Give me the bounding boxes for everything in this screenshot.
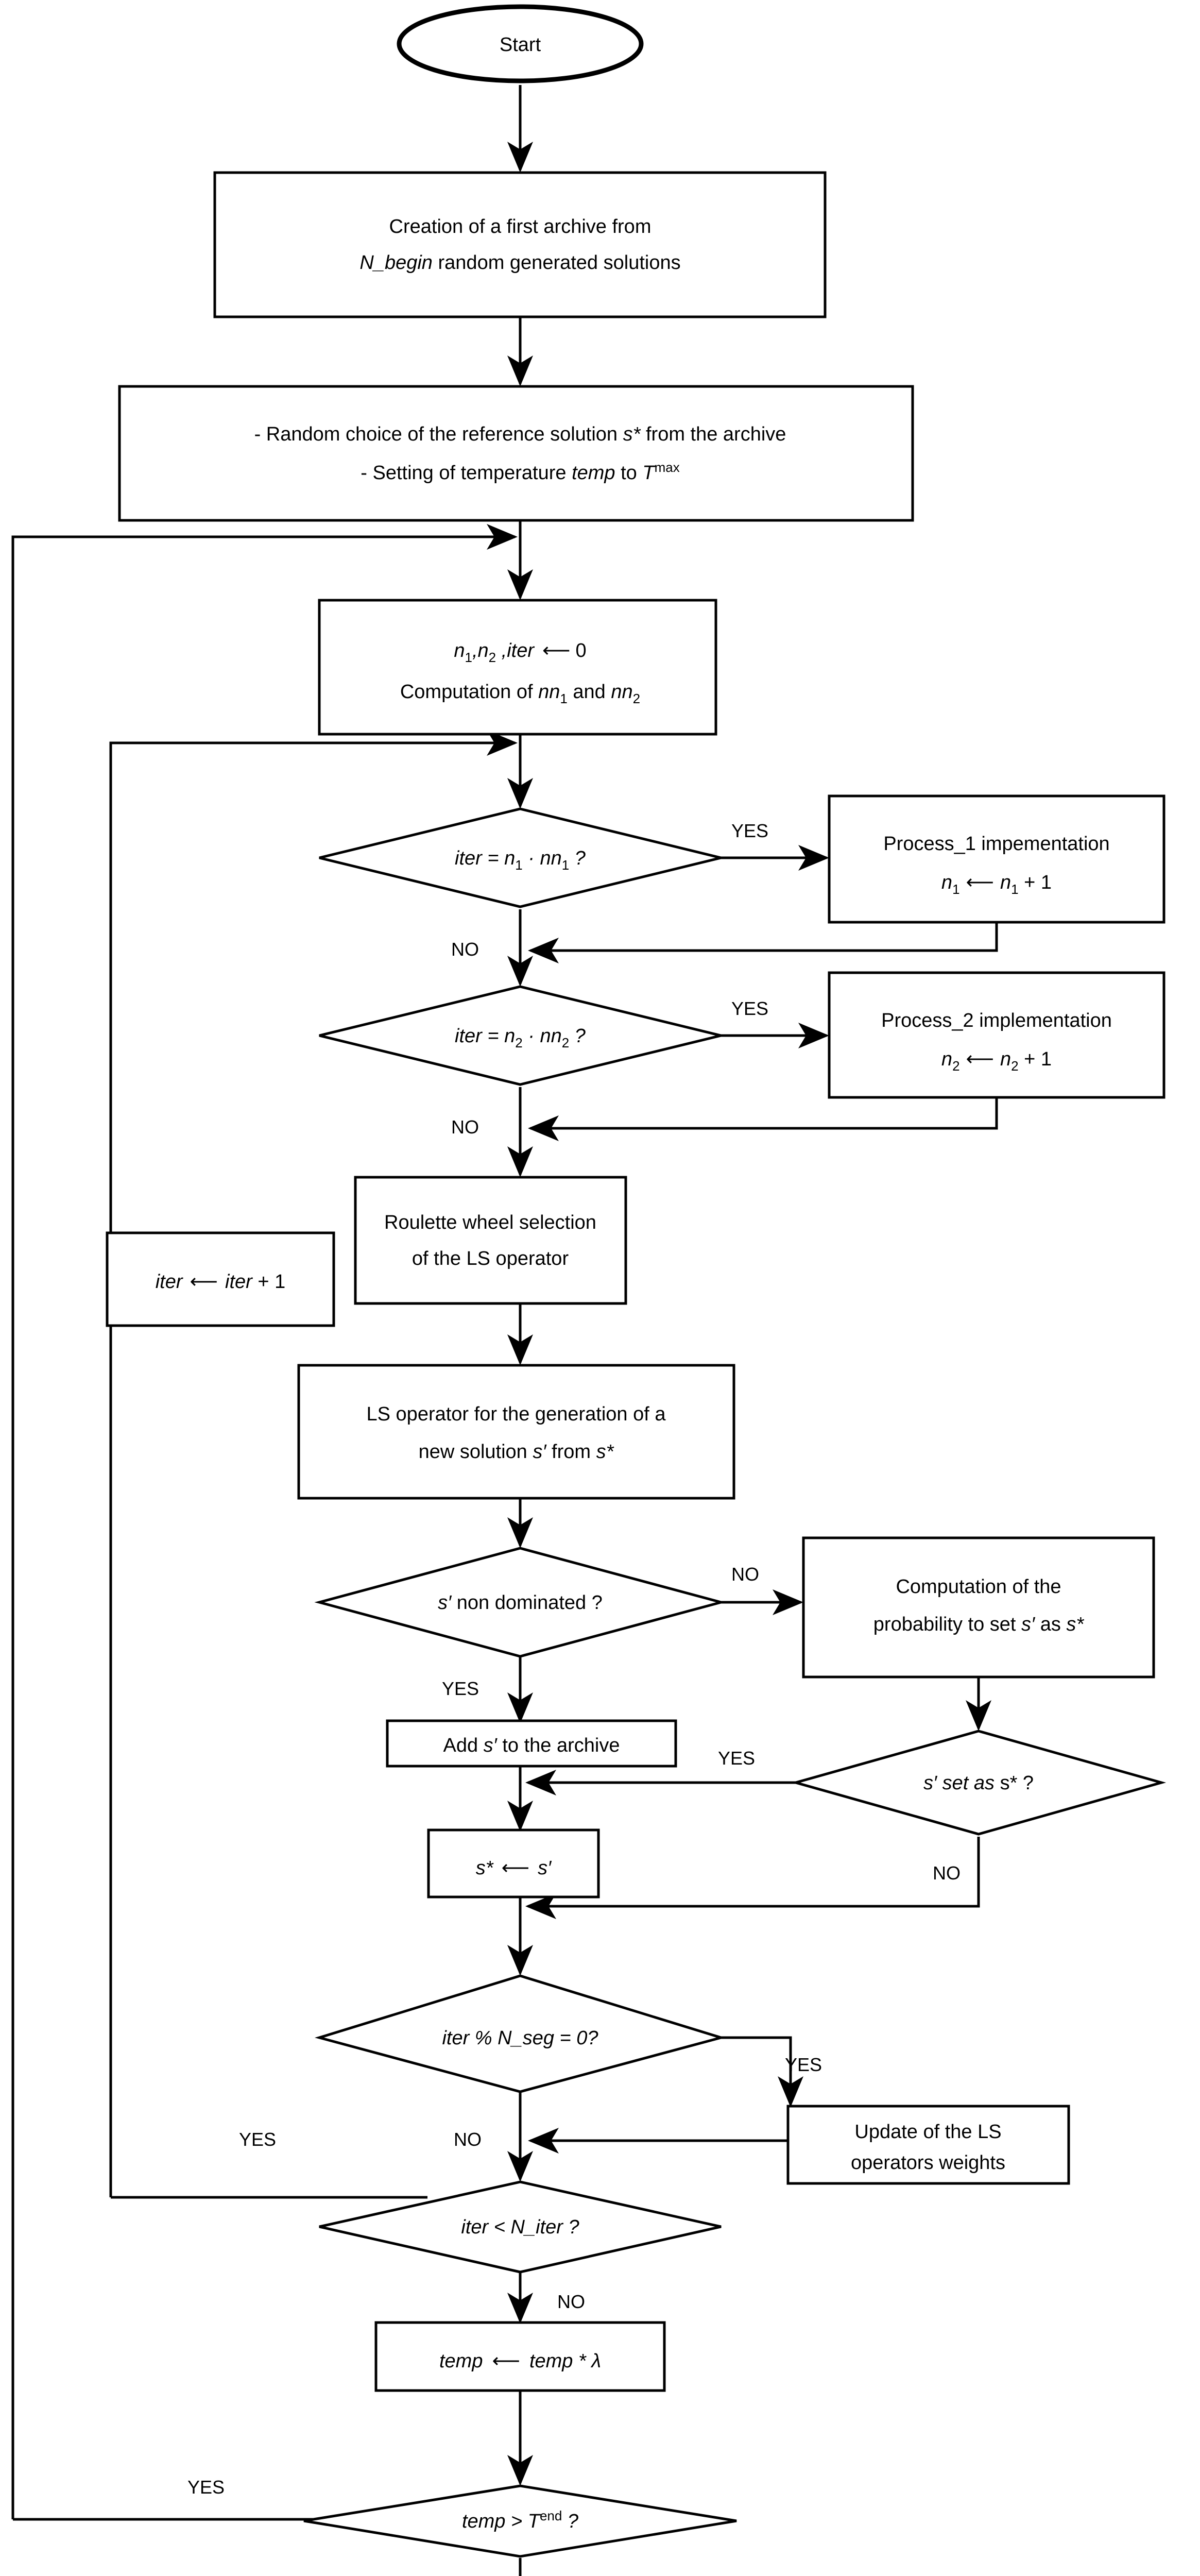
edge-label-nseg-yes: YES (785, 2054, 822, 2075)
node-roulette[interactable]: Roulette wheel selection of the LS opera… (354, 1176, 627, 1305)
edge-label-niter-yes: YES (239, 2129, 276, 2150)
ref-setup-line2: - Setting of temperature temp to Tmax (361, 460, 679, 484)
decision-n2-label: iter = n2 · nn2 ? (455, 1025, 586, 1050)
node-decision-n2[interactable]: iter = n2 · nn2 ? (319, 985, 722, 1086)
ls-operator-line1: LS operator for the generation of a (367, 1403, 666, 1425)
decision-temp-label: temp > Tend ? (462, 2508, 579, 2532)
node-init-archive[interactable]: Creation of a first archive from N_begin… (213, 171, 827, 318)
roulette-line1: Roulette wheel selection (384, 1212, 596, 1233)
process-1-line2: n1⟵n1 + 1 (941, 872, 1052, 897)
node-start[interactable]: Start (397, 4, 644, 83)
edge-label-setas-no: NO (933, 1862, 961, 1884)
node-decision-nseg[interactable]: iter % N_seg = 0? (314, 1974, 726, 2093)
edge-label-setas-yes: YES (718, 1748, 755, 1769)
edge-label-n2-no: NO (451, 1116, 479, 1138)
edge-label-n2-yes: YES (731, 998, 768, 1019)
node-probability[interactable]: Computation of the probability to set s′… (802, 1536, 1155, 1679)
node-decision-nondominated[interactable]: s′ non dominated ? (314, 1547, 726, 1658)
counters-line1: n1,n2 ,iter⟵0 (454, 640, 586, 665)
edge-label-n1-no: NO (451, 939, 479, 960)
probability-line1: Computation of the (896, 1576, 1061, 1598)
update-weights-line1: Update of the LS (854, 2121, 1001, 2143)
edge-inner-loop-back (109, 730, 518, 2197)
node-ref-setup[interactable]: - Random choice of the reference solutio… (118, 385, 914, 522)
node-ls-operator[interactable]: LS operator for the generation of a new … (297, 1364, 735, 1500)
roulette-line2: of the LS operator (412, 1248, 569, 1269)
edge-label-nondom-yes: YES (442, 1678, 479, 1699)
node-decision-setas[interactable]: s′ set as s* ? (791, 1730, 1167, 1836)
process-2-line2: n2⟵n2 + 1 (941, 1048, 1052, 1074)
node-decision-niter[interactable]: iter < N_iter ? (319, 2180, 722, 2274)
node-add-archive[interactable]: Add s′ to the archive (386, 1719, 677, 1768)
decision-n1-label: iter = n1 · nn1 ? (455, 848, 586, 873)
counters-line2: Computation of nn1 and nn2 (400, 681, 640, 706)
decision-niter-label: iter < N_iter ? (461, 2216, 579, 2238)
node-update-weights[interactable]: Update of the LS operators weights (786, 2105, 1070, 2185)
edge-update-return (528, 2128, 792, 2182)
node-assign-s[interactable]: s*⟵s′ (427, 1828, 600, 1899)
ls-operator-line2: new solution s′ from s* (419, 1441, 614, 1463)
decision-nseg-label: iter % N_seg = 0? (442, 2027, 598, 2049)
edge-setas-no (525, 1837, 980, 1919)
node-process-2[interactable]: Process_2 implementation n2⟵n2 + 1 (828, 971, 1165, 1099)
process-1-line1: Process_1 impementation (883, 833, 1109, 855)
edge-proc2-return (528, 1097, 998, 1141)
connectors (11, 85, 998, 2576)
update-weights-line2: operators weights (851, 2152, 1005, 2174)
edge-label-n1-yes: YES (731, 820, 768, 841)
decision-setas-label: s′ set as s* ? (923, 1772, 1034, 1794)
node-decision-temp[interactable]: temp > Tend ? (303, 2484, 737, 2558)
decision-nondominated-label: s′ non dominated ? (438, 1592, 603, 1614)
init-archive-line2: N_begin random generated solutions (359, 252, 680, 274)
edge-proc1-return (528, 922, 998, 963)
edge-label-niter-no: NO (557, 2291, 585, 2312)
temp-update-label: temp⟵temp * λ (439, 2350, 601, 2372)
edge-label-nondom-no: NO (731, 1564, 759, 1585)
add-archive-label: Add s′ to the archive (443, 1735, 620, 1756)
edge-outer-loop-back (11, 524, 518, 2519)
edge-label-nseg-no: NO (454, 2129, 482, 2150)
init-archive-line1: Creation of a first archive from (389, 216, 652, 238)
node-iter-increment[interactable]: iter⟵iter + 1 (106, 1231, 335, 1327)
node-counters[interactable]: n1,n2 ,iter⟵0 Computation of nn1 and nn2 (318, 599, 717, 736)
process-2-line1: Process_2 implementation (881, 1010, 1112, 1031)
ref-setup-line1: - Random choice of the reference solutio… (254, 423, 786, 445)
start-label: Start (500, 34, 541, 56)
node-decision-n1[interactable]: iter = n1 · nn1 ? (319, 807, 722, 908)
edge-label-temp-yes: YES (187, 2477, 225, 2498)
assign-s-label: s*⟵s′ (476, 1857, 552, 1879)
probability-line2: probability to set s′ as s* (873, 1614, 1085, 1635)
node-process-1[interactable]: Process_1 impementation n1⟵n1 + 1 (828, 794, 1165, 924)
node-temp-update[interactable]: temp⟵temp * λ (374, 2321, 666, 2392)
iter-increment-label: iter⟵iter + 1 (156, 1271, 286, 1293)
